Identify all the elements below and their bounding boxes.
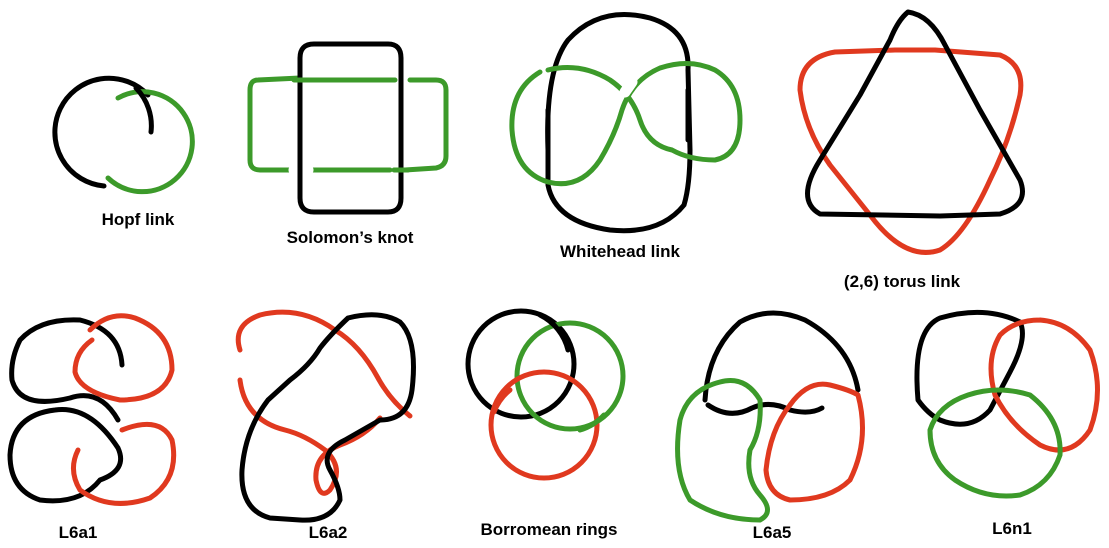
torus-link-label: (2,6) torus link [843, 272, 961, 291]
borromean-green-over [577, 412, 607, 433]
solomon-green-component [247, 75, 449, 173]
l6a5-green-component [675, 378, 770, 523]
l6n1-label: L6n1 [992, 519, 1032, 538]
hopf-link-label: Hopf link [101, 210, 175, 229]
whitehead-black-overpass [545, 87, 691, 168]
borromean-rings-label: Borromean rings [480, 520, 618, 539]
borromean-marker [522, 356, 536, 370]
hopf-marker [97, 128, 111, 142]
borromean-green-ring [514, 320, 626, 432]
l6a2-label: L6a2 [308, 523, 348, 542]
solomon-black-component [297, 41, 404, 215]
hopf-green-component [105, 89, 195, 195]
l6a1-red-component [71, 313, 177, 506]
l6a1-link-diagram [7, 313, 177, 506]
whitehead-green-component [509, 61, 743, 187]
solomons-knot-label: Solomon’s knot [286, 228, 414, 247]
whitehead-link-label: Whitehead link [560, 242, 680, 261]
l6a5-black-component [702, 310, 861, 416]
l6a1-marker [133, 409, 147, 423]
solomon-green-overpass [291, 77, 411, 173]
hopf-black-component [52, 75, 151, 189]
l6a5-label: L6a5 [752, 523, 792, 542]
l6a2-marker [229, 353, 243, 367]
borromean-rings-diagram [465, 308, 626, 481]
l6n1-link-diagram [914, 309, 1100, 499]
borromean-black-over [537, 312, 571, 353]
solomons-knot-diagram [247, 41, 449, 215]
borromean-red-over [491, 387, 513, 415]
l6n1-black-component [914, 309, 1025, 427]
whitehead-link-diagram [509, 12, 743, 234]
l6a2-black-component [239, 312, 416, 523]
l6a2-link-diagram [229, 309, 416, 523]
l6a5-red-component [763, 381, 865, 503]
torus-link-diagram [797, 9, 1025, 255]
l6n1-red-component [988, 317, 1100, 453]
torus-marker [833, 87, 847, 101]
whitehead-black-component [545, 12, 693, 234]
borromean-black-ring [465, 308, 577, 420]
l6a1-label: L6a1 [58, 523, 98, 542]
l6a5-link-diagram [675, 310, 865, 523]
whitehead-gap [619, 76, 638, 98]
hopf-link-diagram [52, 75, 195, 195]
hopf-black-overpass [133, 85, 154, 135]
torus-red-component [797, 47, 1024, 255]
torus-black-component [805, 9, 1025, 219]
l6a1-black-component [7, 317, 125, 504]
borromean-red-ring [488, 369, 600, 481]
l6n1-green-component [927, 387, 1063, 499]
